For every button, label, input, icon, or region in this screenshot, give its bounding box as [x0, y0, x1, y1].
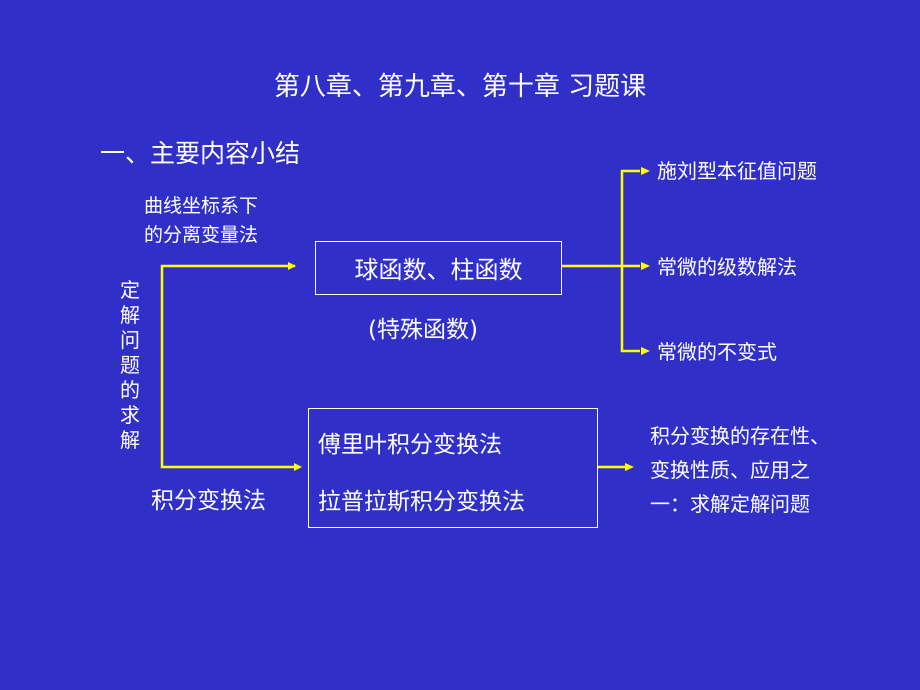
application-text: 积分变换的存在性、 变换性质、应用之 一：求解定解问题 — [650, 419, 830, 521]
arrow-head-app — [625, 463, 634, 471]
method1-line1: 曲线坐标系下 — [144, 195, 259, 217]
box-integral-transforms — [308, 408, 598, 528]
vertical-label: 定解问题的求解 — [120, 278, 140, 452]
arrow-head-out3 — [641, 347, 650, 355]
box-special-functions — [315, 241, 562, 295]
method1-label: 曲线坐标系下 的分离变量法 — [144, 192, 258, 250]
outcome-invariant: 常微的不变式 — [657, 340, 777, 364]
box1-note: (特殊函数) — [368, 317, 478, 343]
arrow-head-out2 — [641, 262, 650, 270]
box2-line2: 拉普拉斯积分变换法 — [318, 489, 525, 515]
arrow-head-method1 — [288, 262, 296, 270]
application-line1: 积分变换的存在性、 — [650, 424, 830, 448]
outcome-eigenvalue: 施刘型本征值问题 — [657, 159, 817, 183]
arrow-head-out1 — [641, 167, 650, 175]
section-heading: 一、主要内容小结 — [100, 139, 301, 168]
application-line3: 一：求解定解问题 — [650, 492, 810, 516]
box2-line1: 傅里叶积分变换法 — [318, 432, 502, 458]
bracket-connector — [160, 264, 300, 469]
outcome-series-solution: 常微的级数解法 — [657, 255, 797, 279]
method1-line2: 的分离变量法 — [144, 224, 259, 246]
application-line2: 变换性质、应用之 — [650, 458, 810, 482]
box1-text: 球函数、柱函数 — [354, 256, 523, 284]
branch-connector — [620, 169, 640, 353]
page-title: 第八章、第九章、第十章 习题课 — [273, 72, 647, 102]
method2-label: 积分变换法 — [151, 488, 266, 514]
arrow-head-method2 — [294, 463, 302, 471]
